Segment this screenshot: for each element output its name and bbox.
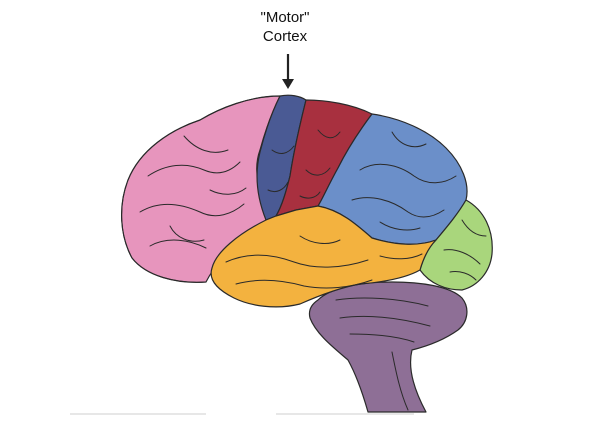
temporal-lobe [210, 205, 437, 308]
motor-cortex-label-line2: Cortex [262, 28, 308, 45]
motor-cortex-label: "Motor" Cortex [230, 8, 340, 46]
motor-cortex-label-line1: "Motor" [260, 9, 310, 26]
cerebellum-brainstem [308, 281, 468, 413]
down-arrow-icon [282, 54, 294, 89]
occipital-lobe [419, 199, 493, 291]
